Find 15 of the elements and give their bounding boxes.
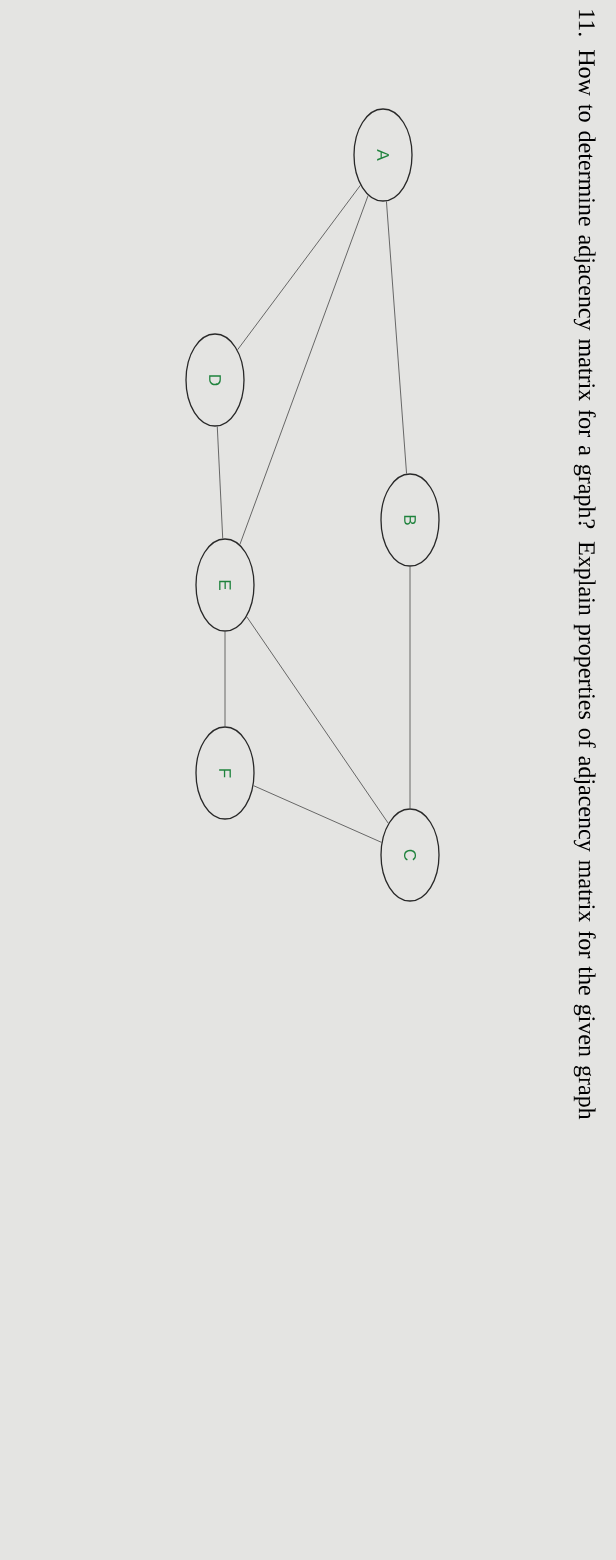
graph-vertex: A: [353, 108, 413, 202]
graph-edge: [246, 616, 389, 824]
graph-edge: [239, 195, 369, 545]
graph-vertex: F: [195, 726, 255, 820]
graph-edge: [386, 200, 407, 475]
graph-edge: [409, 566, 411, 809]
graph-vertex: D: [185, 333, 245, 427]
graph-vertex: E: [195, 538, 255, 632]
graph-vertex: B: [380, 473, 440, 567]
graph-vertex: C: [380, 808, 440, 902]
graph-edge: [253, 785, 382, 843]
graph-edge: [216, 426, 224, 539]
graph-edge: [224, 631, 226, 727]
graph-edge: [237, 184, 361, 351]
question-text: 11. How to determine adjacency matrix for a graph? Explain properties of adjacency matrix for the given graph: [573, 10, 596, 1120]
